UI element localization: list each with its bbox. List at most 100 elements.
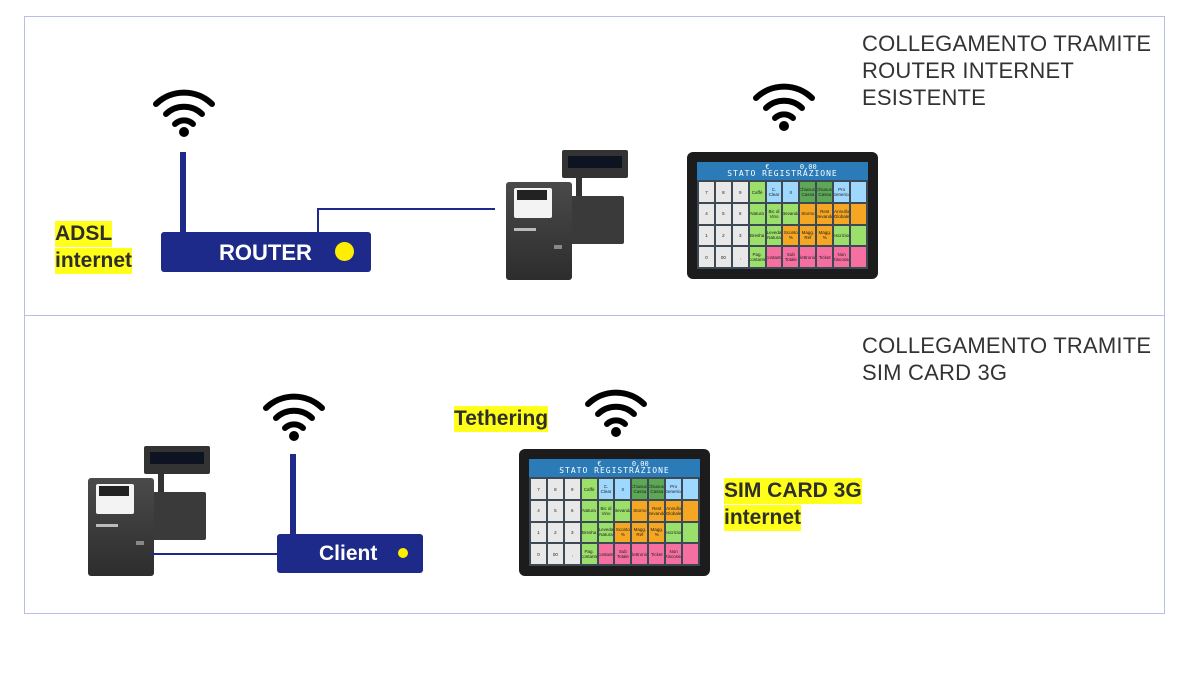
pos-key: C. Clear bbox=[767, 182, 782, 202]
router-label: ROUTER bbox=[219, 240, 312, 266]
pos-key: 4 bbox=[531, 501, 546, 521]
pos-key: 00 bbox=[548, 544, 563, 564]
pos-key: Leveda Natura bbox=[767, 226, 782, 246]
pos-key: 2 bbox=[548, 523, 563, 543]
adsl-label: ADSL bbox=[55, 221, 112, 247]
printer-slot bbox=[136, 541, 144, 545]
pos-key: 4 bbox=[699, 204, 714, 224]
title-sim-line-1: COLLEGAMENTO TRAMITE bbox=[862, 332, 1151, 359]
pos-key: 00 bbox=[716, 247, 731, 267]
pos-key: Chiusura Cassa bbox=[632, 479, 647, 499]
wifi-icon bbox=[152, 86, 216, 138]
client-antenna bbox=[290, 454, 296, 534]
pos-key: 2 bbox=[716, 226, 731, 246]
tethering-label: Tethering bbox=[454, 406, 548, 432]
pos-key: Magg. % bbox=[649, 523, 664, 543]
printer-display-screen bbox=[150, 452, 204, 464]
pos-key: Pro Generico bbox=[666, 479, 681, 499]
pos-key: 8 bbox=[548, 479, 563, 499]
pos-key: Bevanda bbox=[783, 204, 798, 224]
pos-key: Elettronico bbox=[800, 247, 815, 267]
printer-brand-label bbox=[96, 524, 118, 527]
pos-status: STATO REGISTRAZIONE bbox=[697, 169, 868, 178]
title-router-line-3: ESISTENTE bbox=[862, 84, 986, 111]
pos-key: Storno bbox=[800, 204, 815, 224]
fiscal-printer bbox=[506, 150, 626, 282]
pos-key: 5 bbox=[548, 501, 563, 521]
pos-key: 5 bbox=[716, 204, 731, 224]
pos-key: Caffè bbox=[582, 479, 597, 499]
pos-key: Descrizione bbox=[666, 523, 681, 543]
pos-key: 0 bbox=[531, 544, 546, 564]
router-printer-cable-v bbox=[317, 208, 319, 232]
sim-card-label: SIM CARD 3G bbox=[724, 478, 862, 504]
pos-key: Ticket bbox=[817, 247, 832, 267]
pos-header: € 0,00 STATO REGISTRAZIONE bbox=[697, 162, 868, 180]
router-box: ROUTER bbox=[161, 232, 371, 272]
printer-slot bbox=[554, 245, 562, 249]
pos-key: 7 bbox=[531, 479, 546, 499]
pos-key: Annullo Globale bbox=[666, 501, 681, 521]
pos-key: 7 bbox=[699, 182, 714, 202]
pos-key: 9 bbox=[565, 479, 580, 499]
pos-key: Pro Generico bbox=[834, 182, 849, 202]
pos-key: Sconto % bbox=[615, 523, 630, 543]
printer-logo bbox=[99, 486, 129, 496]
pos-key bbox=[851, 182, 866, 202]
pos-key: Magg. % bbox=[817, 226, 832, 246]
pos-key: Storno bbox=[632, 501, 647, 521]
pos-key: Natura bbox=[582, 501, 597, 521]
pos-key: Annullo Globale bbox=[834, 204, 849, 224]
printer-brand-label bbox=[514, 228, 536, 231]
pos-key: 3 bbox=[565, 523, 580, 543]
pos-key: Sub Totale bbox=[783, 247, 798, 267]
pos-key bbox=[683, 501, 698, 521]
pos-key bbox=[851, 247, 866, 267]
pos-key: 1 bbox=[531, 523, 546, 543]
pos-key: Pag. Contante bbox=[582, 544, 597, 564]
pos-key bbox=[851, 204, 866, 224]
pos-key bbox=[683, 523, 698, 543]
pos-key: Bresha bbox=[750, 226, 765, 246]
printer-client-cable bbox=[150, 553, 277, 555]
pos-key: Leveda Natura bbox=[599, 523, 614, 543]
pos-key: 6 bbox=[733, 204, 748, 224]
pos-key: Contante bbox=[767, 247, 782, 267]
internet-label: internet bbox=[55, 248, 132, 274]
pos-key: X bbox=[615, 479, 630, 499]
client-led bbox=[398, 548, 408, 558]
pos-key: Sconto % bbox=[783, 226, 798, 246]
pos-key: Chiusura Cassa bbox=[800, 182, 815, 202]
wifi-icon bbox=[584, 386, 648, 438]
pos-key: Bic di Vino bbox=[599, 501, 614, 521]
pos-key: 3 bbox=[733, 226, 748, 246]
router-printer-cable-h bbox=[317, 208, 495, 210]
pos-key: 9 bbox=[733, 182, 748, 202]
pos-key bbox=[683, 544, 698, 564]
client-box: Client bbox=[277, 534, 423, 573]
pos-key: , bbox=[733, 247, 748, 267]
pos-key: Contante bbox=[599, 544, 614, 564]
pos-key: 0 bbox=[699, 247, 714, 267]
pos-key: Non Riscosso bbox=[834, 247, 849, 267]
wifi-icon bbox=[262, 390, 326, 442]
pos-key: Natura bbox=[750, 204, 765, 224]
pos-key: Bresha bbox=[582, 523, 597, 543]
pos-key: Pag. Contante bbox=[750, 247, 765, 267]
pos-key: Ticket bbox=[649, 544, 664, 564]
pos-header: € 0,00 STATO REGISTRAZIONE bbox=[529, 459, 700, 477]
pos-key: , bbox=[565, 544, 580, 564]
pos-key: Rest Bevande bbox=[649, 501, 664, 521]
pos-key: 1 bbox=[699, 226, 714, 246]
pos-key: Non Riscosso bbox=[666, 544, 681, 564]
pos-key: Bic di Vino bbox=[767, 204, 782, 224]
pos-key: Elettronico bbox=[632, 544, 647, 564]
client-label: Client bbox=[319, 542, 377, 566]
pos-key: Magg. Ref bbox=[632, 523, 647, 543]
